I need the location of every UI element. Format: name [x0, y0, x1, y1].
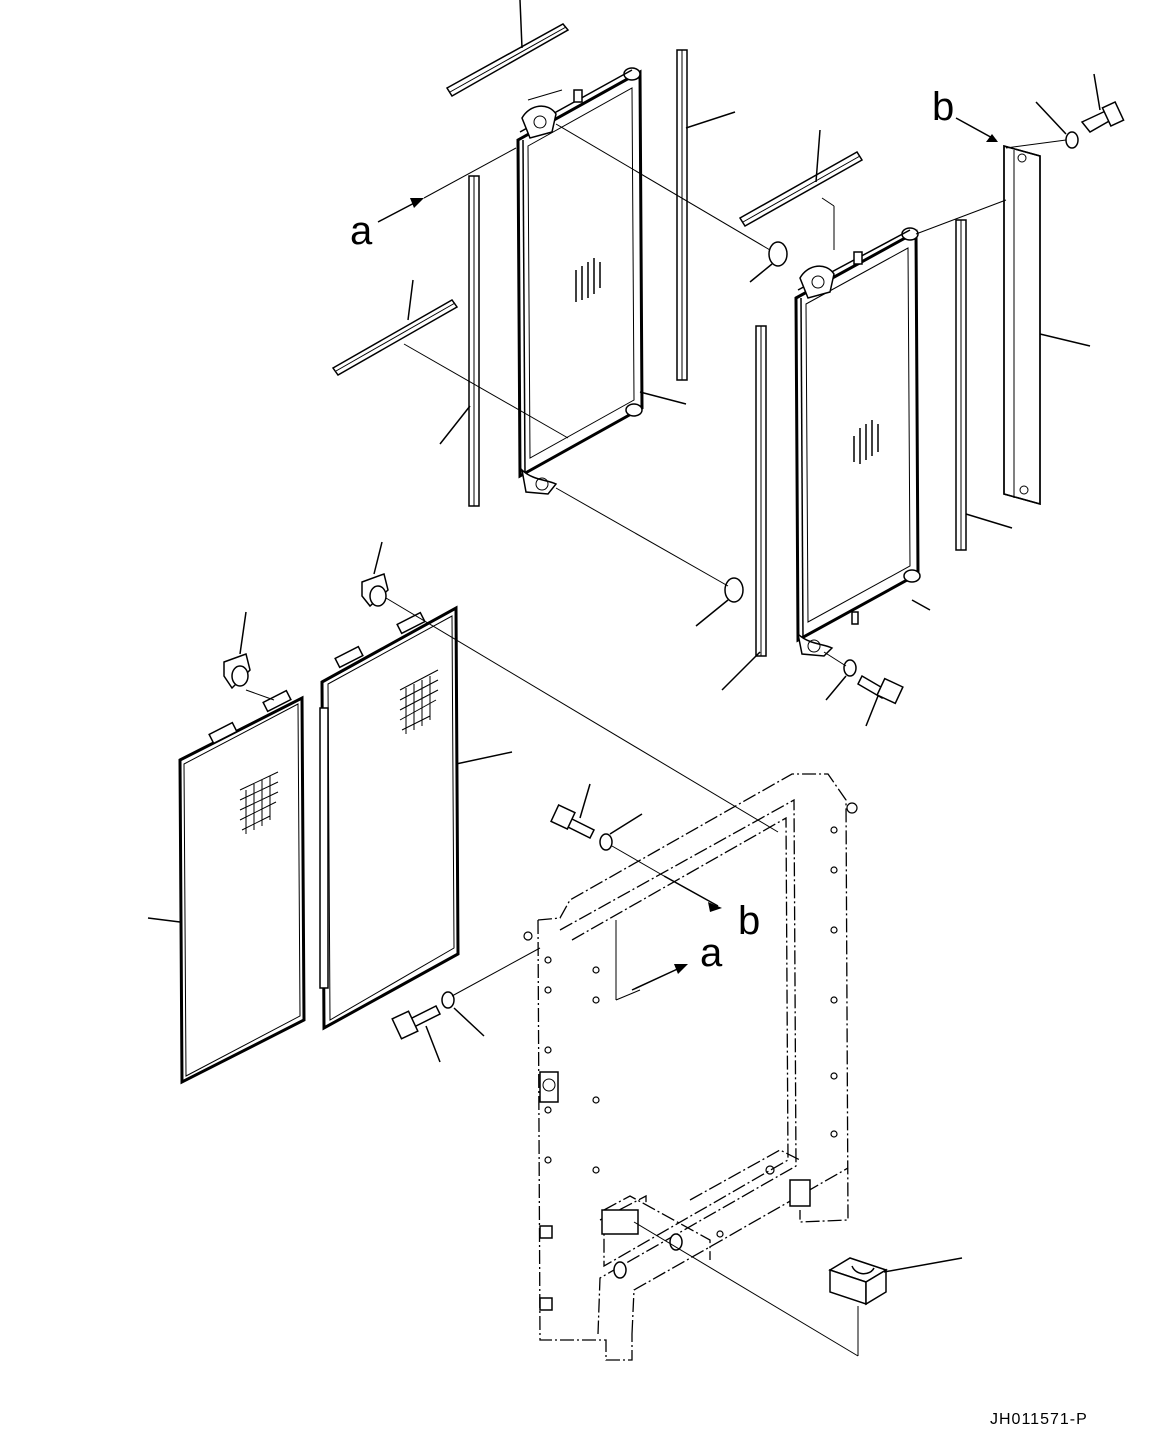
- bolt-mid-right: [857, 674, 904, 705]
- screen-panel-left: [178, 689, 306, 1085]
- bolt-frame-top: [550, 804, 596, 840]
- svg-text:a: a: [350, 209, 373, 253]
- bolt-top-right: [1080, 100, 1125, 133]
- side-bracket: [1003, 145, 1041, 505]
- rubber-block: [828, 1257, 888, 1306]
- washer-mid-right: [843, 659, 857, 677]
- callout-a-top: a: [350, 198, 424, 253]
- seal-strip-left: [331, 299, 459, 376]
- clip-left: [223, 653, 251, 690]
- seal-strip-vertical-right-a: [755, 325, 767, 657]
- drawing-reference: JH011571-P: [990, 1411, 1088, 1428]
- callout-b-mid: b: [663, 875, 760, 943]
- washer-frame-top: [599, 833, 613, 851]
- svg-text:a: a: [700, 931, 723, 975]
- radiator-frame: [523, 773, 858, 1361]
- screen-panel-right: [319, 605, 460, 1031]
- callout-a-mid: a: [631, 931, 723, 991]
- seal-strip-vertical-right-b: [955, 219, 967, 551]
- seal-strip-mid: [738, 150, 864, 228]
- leader-line: [519, 0, 523, 49]
- cooler-core-left: [516, 67, 644, 495]
- grommet-top: [768, 241, 788, 267]
- clip-right: [361, 573, 389, 608]
- seal-strip-vertical-center: [676, 49, 688, 381]
- washer-frame-left: [441, 991, 455, 1009]
- bolt-frame-left: [391, 1004, 442, 1040]
- cooler-core-right: [794, 227, 921, 657]
- washer-top-right: [1065, 131, 1079, 149]
- svg-text:b: b: [932, 85, 954, 129]
- seal-strip-vertical-left: [468, 175, 480, 507]
- callout-b-top: b: [932, 85, 998, 142]
- svg-text:b: b: [738, 899, 760, 943]
- seal-strip-top: [445, 23, 570, 98]
- grommet-bottom: [724, 577, 744, 603]
